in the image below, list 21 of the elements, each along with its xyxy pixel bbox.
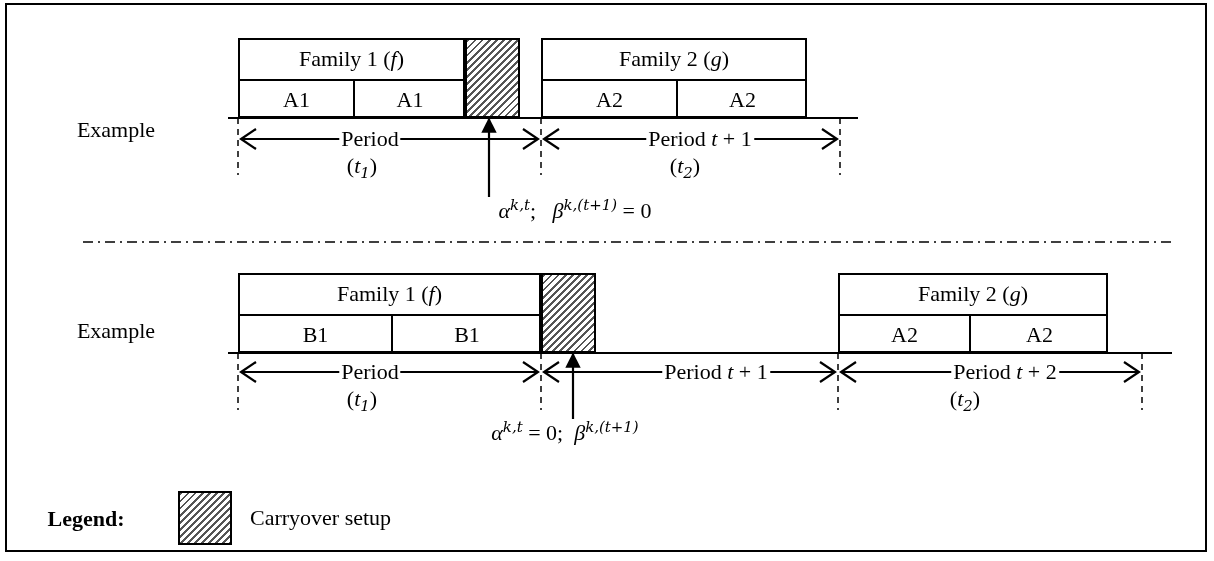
family-heading: Family 1 (f) [297, 45, 406, 73]
product-cell: B1 [240, 314, 391, 353]
product-cell: A1 [240, 79, 353, 118]
family-box [238, 273, 541, 353]
family-box [838, 273, 1108, 353]
family-box [238, 38, 465, 118]
product-cell: A2 [543, 79, 676, 118]
leader-arrow [565, 352, 581, 419]
family-heading: Family 2 (g) [618, 45, 730, 73]
carryover-setup-block [465, 38, 520, 118]
carryover-setup-block [541, 273, 596, 353]
legend-label: Carryover setup [250, 505, 392, 531]
product-cell: A2 [840, 314, 969, 353]
parameter-annotation: α$^{k,t}$ = 0; β$^{k,(t+1)}$ [420, 419, 710, 453]
parameter-annotation: α$^{k,t}$; β$^{k,(t+1)}$ = 0 [462, 197, 688, 231]
family-heading: Family 1 (f) [335, 280, 444, 308]
product-cell: A2 [676, 79, 807, 118]
product-cell: A2 [969, 314, 1108, 353]
leader-arrow [481, 117, 497, 197]
family-box [541, 38, 807, 118]
family-heading: Family 2 (g) [917, 280, 1029, 308]
